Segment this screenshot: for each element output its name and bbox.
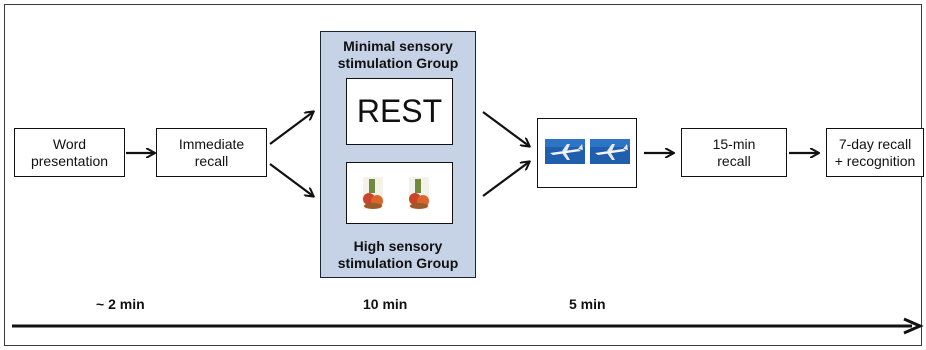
immediate-recall-label: Immediate recall — [178, 135, 245, 169]
rest-label: REST — [356, 93, 443, 129]
timeline-arrowhead — [903, 317, 924, 335]
rest-box: REST — [346, 78, 453, 145]
arrow-immediate-to-high — [269, 163, 313, 196]
high-sensory-image-box — [346, 162, 453, 224]
recall-15min-label: 15-min recall — [712, 135, 756, 169]
minimal-group-title: Minimal sensory stimulation Group — [337, 38, 459, 71]
word-presentation-label: Word presentation — [30, 135, 109, 169]
recall-15min-box: 15-min recall — [681, 128, 787, 177]
food-image-2 — [409, 177, 429, 209]
arrow-high-to-filler — [482, 162, 529, 197]
arrow-minimal-to-filler — [482, 111, 529, 146]
time-label-5min: 5 min — [569, 296, 606, 312]
food-image-1 — [363, 177, 383, 209]
filler-task-image-box — [537, 118, 637, 188]
food-images — [363, 177, 429, 209]
word-presentation-box: Word presentation — [14, 128, 125, 177]
recall-7day-label: 7-day recall + recognition — [834, 135, 916, 169]
airplane-images — [545, 139, 630, 164]
time-label-10min: 10 min — [363, 296, 408, 312]
high-group-title: High sensory stimulation Group — [337, 238, 459, 271]
airplane-image-1 — [545, 139, 585, 164]
group-panel: Minimal sensory stimulation Group High s… — [320, 31, 476, 278]
airplane-image-2 — [590, 139, 630, 164]
immediate-recall-box: Immediate recall — [156, 128, 267, 177]
time-label-2min: ~ 2 min — [96, 296, 145, 312]
recall-7day-box: 7-day recall + recognition — [826, 128, 924, 177]
arrow-immediate-to-minimal — [269, 112, 313, 145]
